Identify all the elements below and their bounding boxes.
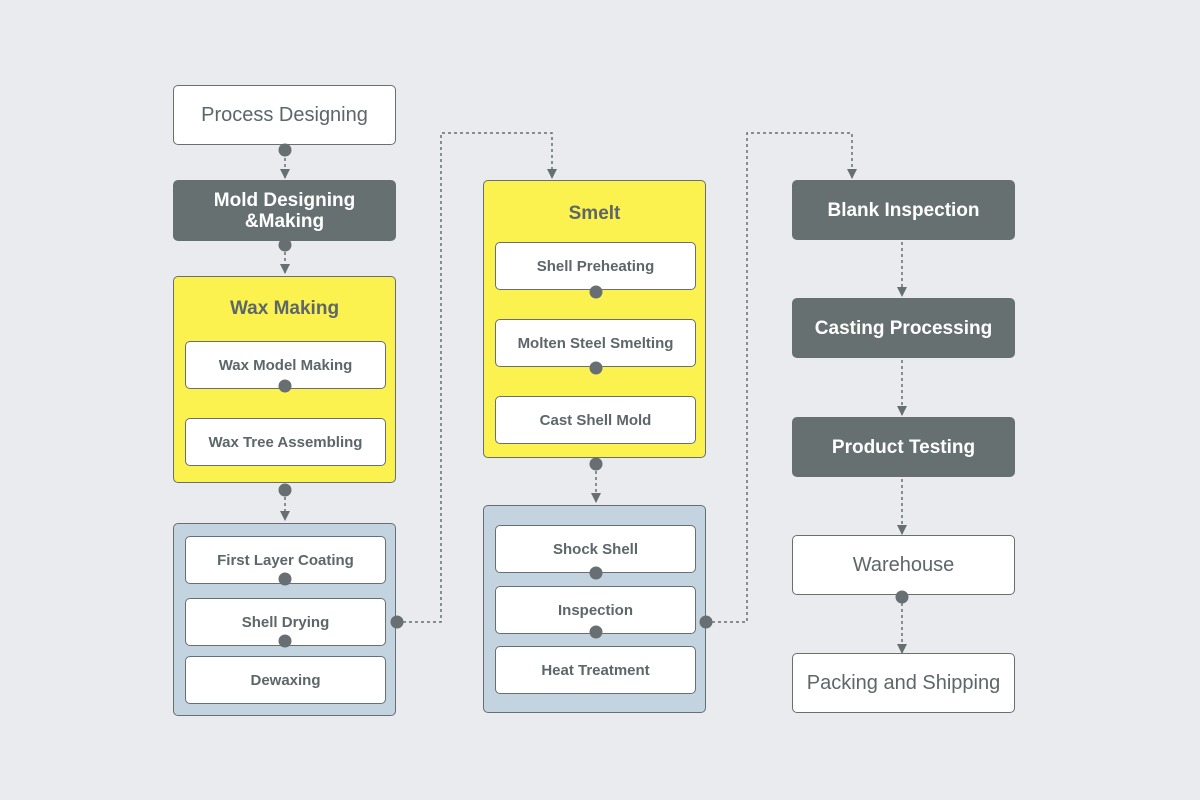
warehouse-box: Warehouse [792,535,1015,595]
wax-making-group: Wax Making Wax Model Making Wax Tree Ass… [173,276,396,483]
casting-processing-box: Casting Processing [792,298,1015,358]
connector-col2-to-blank [706,132,857,623]
post-casting-group: Shock Shell Inspection Heat Treatment [483,505,706,713]
packing-shipping-box: Packing and Shipping [792,653,1015,713]
mold-designing-label: Mold Designing &Making [213,189,356,232]
mold-designing-box: Mold Designing &Making [173,180,396,241]
shell-drying-step: Shell Drying [185,598,386,646]
smelt-title: Smelt [568,203,621,224]
blank-inspection-box: Blank Inspection [792,180,1015,240]
wax-making-title: Wax Making [229,298,340,319]
wax-model-making-step: Wax Model Making [185,341,386,389]
wax-tree-assembling-step: Wax Tree Assembling [185,418,386,466]
smelt-group: Smelt Shell Preheating Molten Steel Smel… [483,180,706,458]
process-designing-box: Process Designing [173,85,396,145]
product-testing-box: Product Testing [792,417,1015,477]
shell-preheating-step: Shell Preheating [495,242,696,290]
shell-making-group: First Layer Coating Shell Drying Dewaxin… [173,523,396,716]
first-layer-coating-step: First Layer Coating [185,536,386,584]
cast-shell-mold-step: Cast Shell Mold [495,396,696,444]
dewaxing-step: Dewaxing [185,656,386,704]
inspection-step: Inspection [495,586,696,634]
shock-shell-step: Shock Shell [495,525,696,573]
heat-treatment-step: Heat Treatment [495,646,696,694]
molten-steel-smelting-step: Molten Steel Smelting [495,319,696,367]
